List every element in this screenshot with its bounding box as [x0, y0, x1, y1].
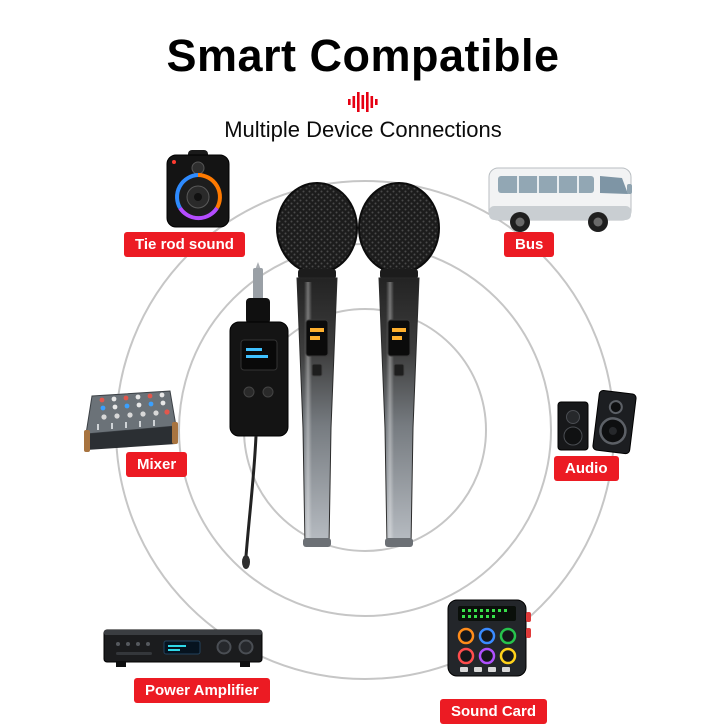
label-sound-card: Sound Card — [440, 699, 547, 724]
stereo-speakers-icon — [552, 386, 642, 461]
page-title: Smart Compatible — [166, 30, 560, 81]
label-tie-rod-sound: Tie rod sound — [124, 232, 245, 257]
page-subtitle: Multiple Device Connections — [224, 117, 502, 142]
wireless-receiver — [229, 262, 289, 569]
sound-card-icon — [442, 596, 532, 687]
label-audio: Audio — [554, 456, 619, 481]
label-mixer: Mixer — [126, 452, 188, 477]
mixer-console-icon — [84, 386, 178, 457]
microphone-right — [358, 182, 440, 547]
label-bus: Bus — [504, 232, 555, 257]
karaoke-speaker-icon — [162, 150, 234, 237]
wireless-microphones-image — [200, 178, 466, 580]
bus-icon — [486, 160, 634, 241]
amplifier-icon — [102, 620, 264, 677]
microphone-left — [276, 182, 358, 547]
label-power-amplifier: Power Amplifier — [134, 678, 270, 703]
equalizer-icon — [347, 90, 379, 114]
